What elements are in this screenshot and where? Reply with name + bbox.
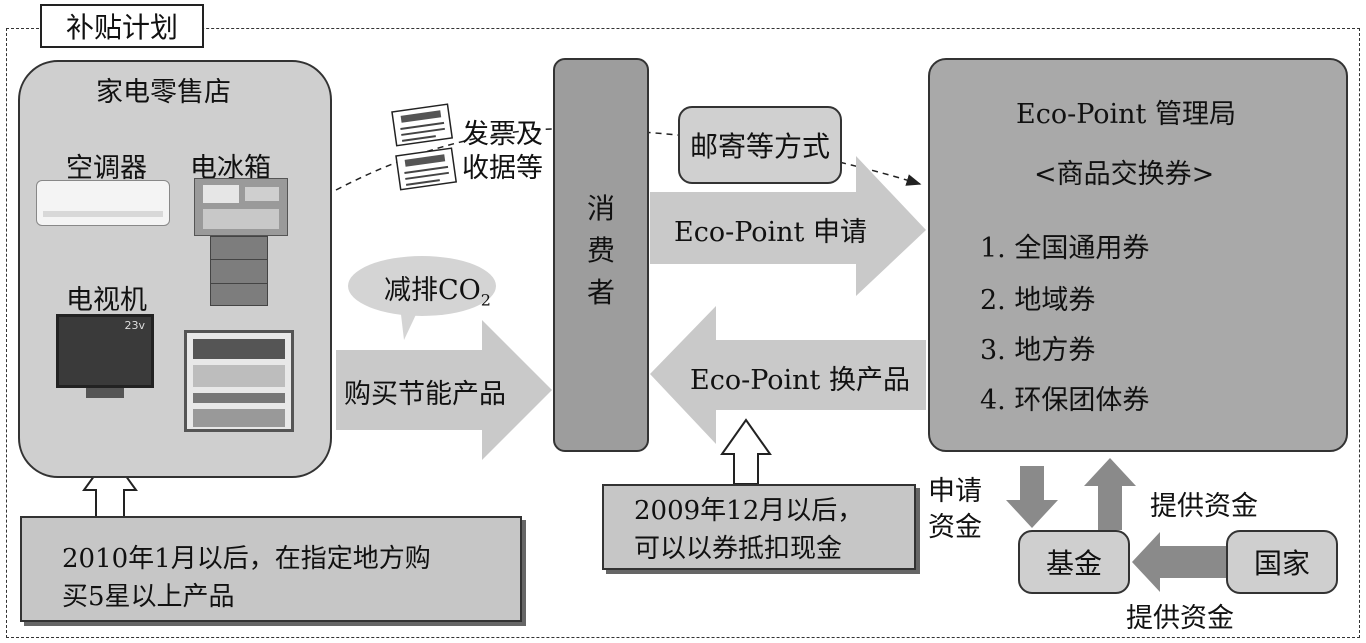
nation-box: 国家 (1226, 530, 1338, 594)
eco-title: Eco-Point 管理局 (1016, 99, 1236, 130)
provide-funds-up-arrow (1084, 458, 1136, 530)
energy-label-image (184, 330, 294, 432)
exchange-label: Eco-Point 换产品 (690, 365, 910, 396)
tv-label: 电视机 (66, 285, 147, 316)
consumer-char: 费 (586, 234, 615, 267)
fridge-image (194, 178, 288, 236)
eco-point-office (928, 58, 1348, 452)
mail-box: 邮寄等方式 (678, 106, 842, 184)
eco-item: 2. 地域券 (980, 285, 1096, 316)
receipts-line2: 收据等 (462, 153, 543, 184)
apply-label: Eco-Point 申请 (674, 217, 867, 248)
fridge-body (210, 236, 268, 306)
co2-subscript: 2 (480, 290, 491, 310)
buy-label: 购买节能产品 (344, 379, 506, 410)
provide-funds-left-arrow (1132, 532, 1226, 592)
co2-bubble-shape (348, 256, 496, 316)
receipt-icon (395, 147, 458, 191)
tv-screen-text: 23v (124, 319, 145, 332)
provide-funds-bottom-label: 提供资金 (1126, 603, 1234, 634)
eco-subtitle: <商品交换券> (1034, 159, 1215, 190)
apply-funds-line1: 申请 (928, 476, 982, 507)
eco-item: 3. 地方券 (980, 335, 1096, 366)
consumer-note-line1: 2009年12月以后， (634, 496, 864, 526)
consumer-label: 消 费 者 (553, 188, 649, 314)
apply-funds-label: 申请 资金 (928, 474, 982, 546)
receipts-label: 发票及 收据等 (462, 118, 543, 186)
aircon-label: 空调器 (66, 153, 147, 184)
tv-image: 23v (56, 314, 154, 388)
consumer-note: 2009年12月以后， 可以以券抵扣现金 (602, 484, 916, 570)
co2-text: 减排CO (384, 275, 481, 306)
co2-bubble: 减排CO2 (384, 268, 491, 309)
receipts-line1: 发票及 (462, 119, 543, 150)
apply-funds-line2: 资金 (928, 512, 982, 543)
provide-funds-top-label: 提供资金 (1150, 491, 1258, 522)
receipt-icon (391, 103, 454, 147)
tv-stand (86, 388, 124, 398)
plan-title: 补贴计划 (40, 4, 204, 48)
plan-frame (6, 28, 1360, 638)
apply-funds-arrow (1006, 466, 1058, 528)
exchange-arrow (650, 306, 926, 444)
aircon-image (36, 180, 170, 226)
store-note-line1: 2010年1月以后，在指定地方购 (62, 544, 431, 574)
eco-item: 1. 全国通用券 (980, 233, 1150, 264)
apply-arrow (650, 156, 926, 296)
consumer-box (553, 58, 649, 452)
fund-box: 基金 (1018, 530, 1130, 594)
store-title: 家电零售店 (96, 77, 231, 108)
consumer-char: 消 (586, 192, 615, 225)
consumer-char: 者 (586, 276, 615, 309)
store-note-line2: 买5星以上产品 (62, 582, 235, 612)
consumer-note-line2: 可以以券抵扣现金 (634, 534, 843, 564)
buy-arrow (336, 320, 552, 460)
consumer-up-arrow (720, 418, 772, 485)
store-note: 2010年1月以后，在指定地方购 买5星以上产品 (20, 516, 522, 622)
eco-item: 4. 环保团体券 (980, 385, 1150, 416)
